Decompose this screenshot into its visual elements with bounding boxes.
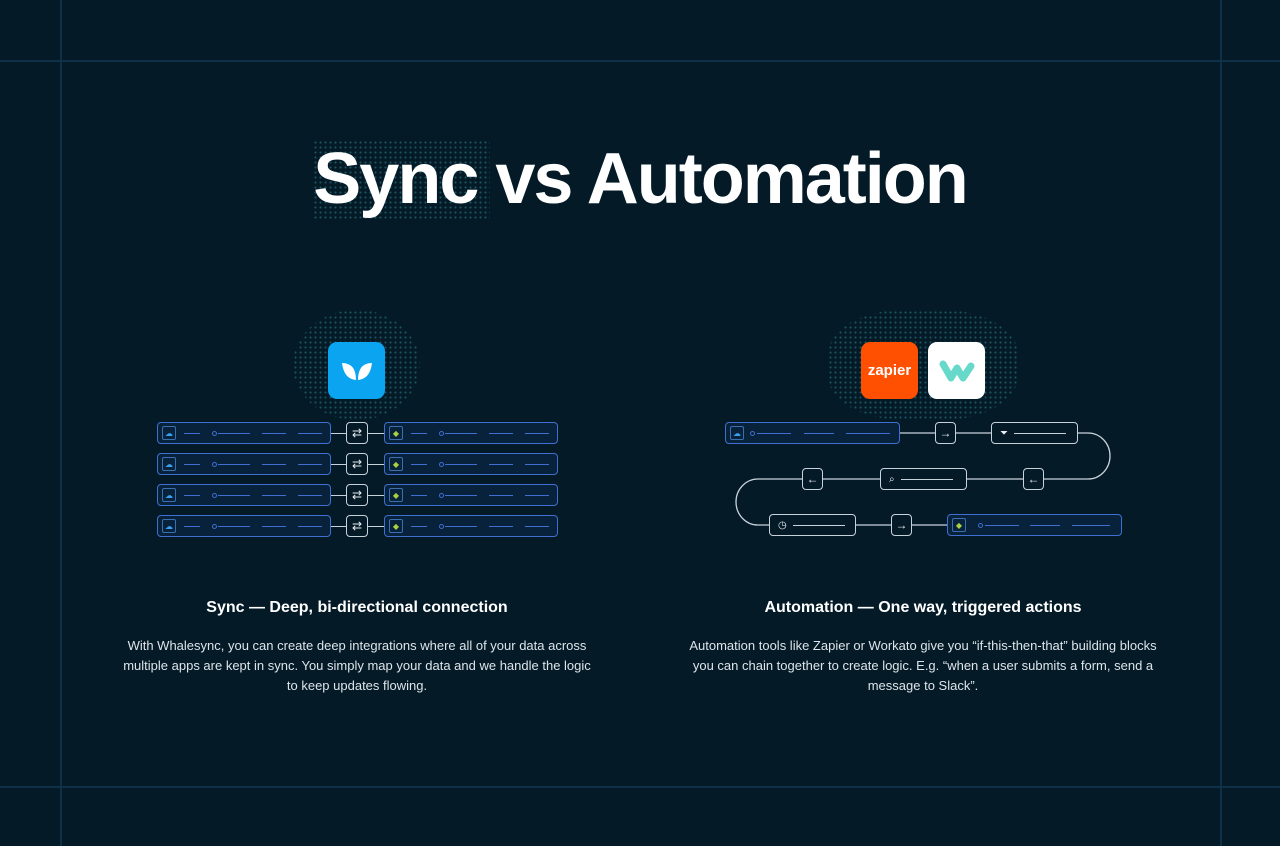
grid-line (1220, 0, 1222, 846)
airtable-row: ◆ (384, 484, 558, 506)
salesforce-row: ☁ (157, 422, 331, 444)
salesforce-row: ☁ (157, 515, 331, 537)
arrow-left-step: ← (802, 468, 823, 490)
salesforce-icon: ☁ (162, 457, 176, 471)
title-dot-highlight (313, 140, 490, 220)
page-title: Sync vs Automation (313, 139, 968, 219)
airtable-row: ◆ (384, 453, 558, 475)
airtable-icon: ◆ (952, 518, 966, 532)
airtable-icon: ◆ (389, 457, 403, 471)
airtable-icon: ◆ (389, 426, 403, 440)
logo-dot-backdrop (828, 310, 1018, 420)
automation-heading: Automation — One way, triggered actions (764, 599, 1082, 616)
search-icon: ⌕ (889, 473, 895, 485)
filter-step: ⏷ (991, 422, 1078, 444)
sync-description: With Whalesync, you can create deep inte… (123, 638, 591, 693)
automation-description: Automation tools like Zapier or Workato … (689, 638, 1157, 693)
grid-line (60, 0, 62, 846)
airtable-action-row: ◆ (947, 514, 1122, 536)
airtable-row: ◆ (384, 515, 558, 537)
filter-icon: ⏷ (1000, 427, 1008, 439)
airtable-icon: ◆ (389, 488, 403, 502)
clock-icon: ◷ (778, 519, 787, 531)
salesforce-trigger-row: ☁ (725, 422, 900, 444)
airtable-row: ◆ (384, 422, 558, 444)
salesforce-row: ☁ (157, 453, 331, 475)
sync-heading: Sync — Deep, bi-directional connection (206, 599, 508, 616)
sync-swap-icon: ⇄ (346, 453, 368, 475)
sync-swap-icon: ⇄ (346, 422, 368, 444)
salesforce-row: ☁ (157, 484, 331, 506)
salesforce-icon: ☁ (730, 426, 744, 440)
sync-swap-icon: ⇄ (346, 484, 368, 506)
salesforce-icon: ☁ (162, 519, 176, 533)
whalesync-logo (328, 342, 385, 399)
sync-swap-icon: ⇄ (346, 515, 368, 537)
grid-line (0, 60, 1280, 62)
zapier-logo: zapier (861, 342, 918, 399)
arrow-right-step: → (891, 514, 912, 536)
airtable-icon: ◆ (389, 519, 403, 533)
arrow-right-step: → (935, 422, 956, 444)
search-step: ⌕ (880, 468, 967, 490)
salesforce-icon: ☁ (162, 426, 176, 440)
grid-line (0, 786, 1280, 788)
salesforce-icon: ☁ (162, 488, 176, 502)
arrow-left-step: ← (1023, 468, 1044, 490)
delay-step: ◷ (769, 514, 856, 536)
workato-logo (928, 342, 985, 399)
